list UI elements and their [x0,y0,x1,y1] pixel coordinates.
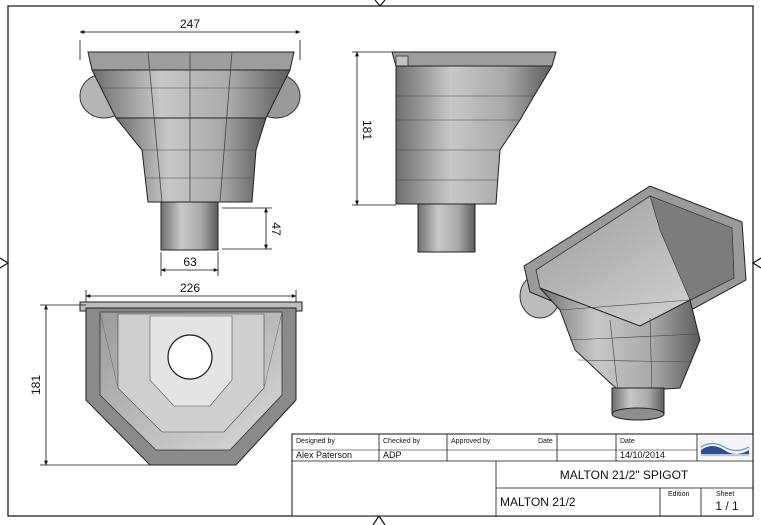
approved-by-label: Approved by [451,438,491,445]
dim-top-height: 181 [29,375,43,395]
front-view [79,51,301,251]
sheet-value: 1 / 1 [715,499,739,513]
date-label: Date [620,438,635,445]
isometric-view [519,185,747,421]
designed-by-value: Alex Paterson [296,450,352,460]
date-value: 14/10/2014 [620,450,665,460]
designed-by-label: Designed by [296,438,335,445]
drawing-title: MALTON 21/2" SPIGOT [560,468,689,482]
part-number: MALTON 21/2 [500,495,576,509]
sheet-label: Sheet [716,491,734,498]
approved-date-label: Date [538,438,553,445]
center-mark-bottom [372,514,386,525]
dim-front-spigot-width: 63 [183,255,197,269]
dim-front-top-width: 247 [180,17,200,31]
side-view [391,51,557,253]
top-view [79,301,303,466]
dim-front-spigot-height: 47 [269,222,283,236]
company-logo [699,436,751,459]
center-mark-left [0,257,10,269]
center-mark-top [374,0,386,7]
dim-side-height: 181 [360,120,374,140]
title-block [291,433,754,517]
center-mark-right [751,257,761,269]
checked-by-value: ADP [383,450,402,460]
dim-top-width: 226 [180,281,200,295]
checked-by-label: Checked by [383,438,420,445]
edition-label: Edition [668,491,690,498]
